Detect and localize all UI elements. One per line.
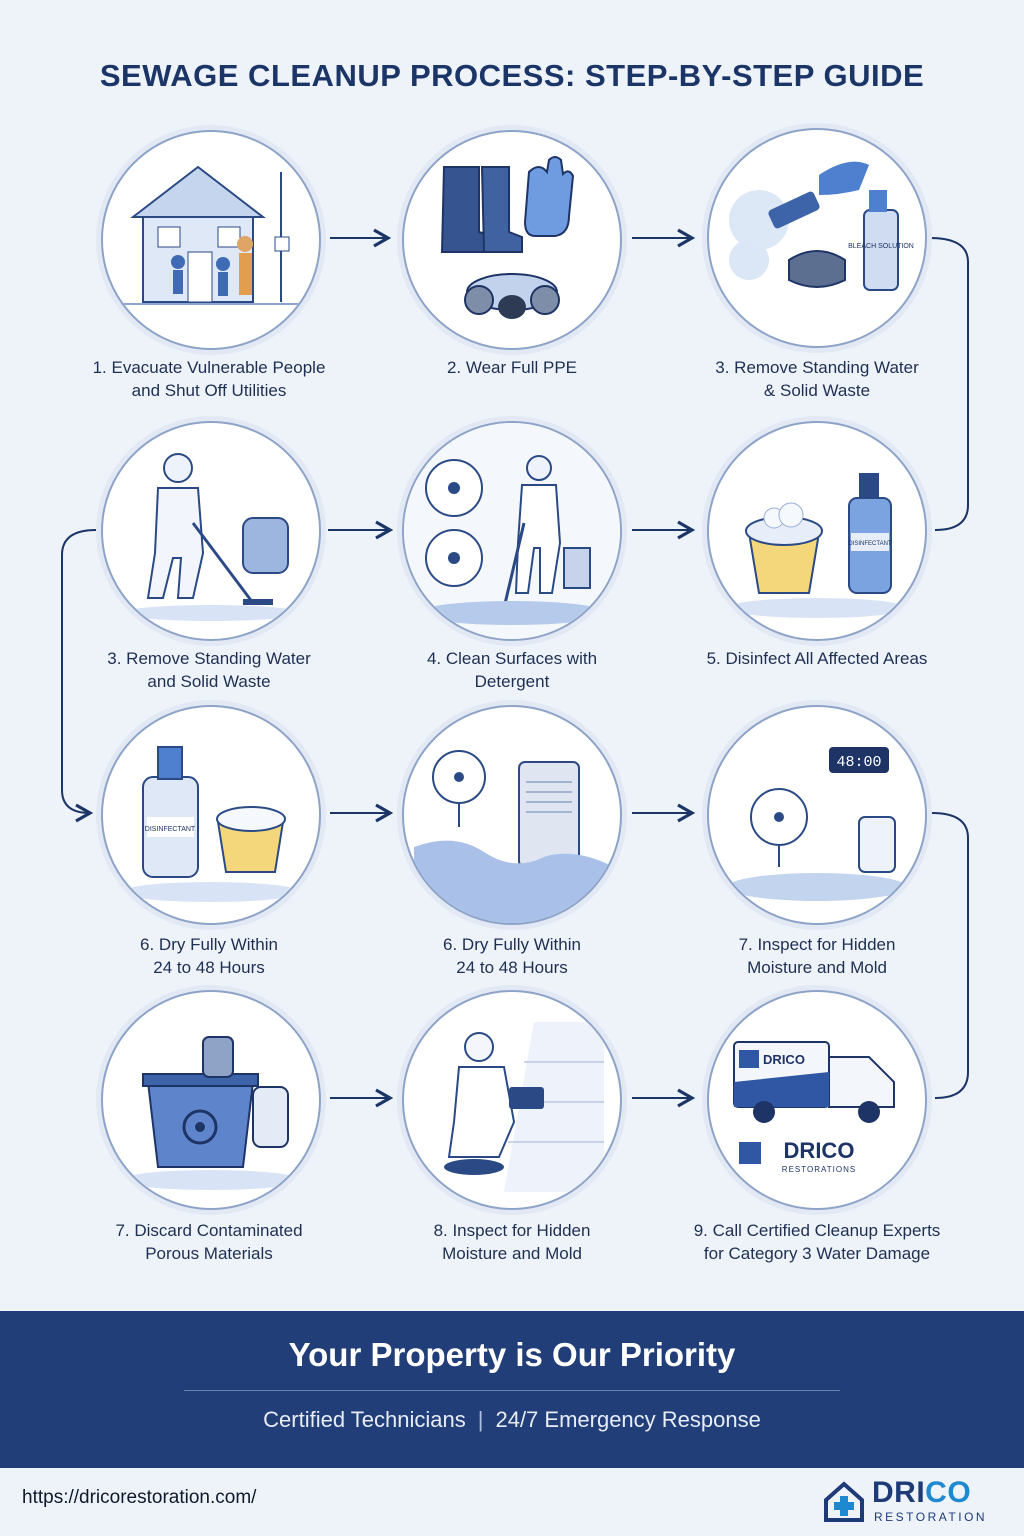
logo-sub: RESTORATIONS (782, 1165, 856, 1174)
drico-logo: DRICO RESTORATION (820, 1474, 1010, 1530)
step-caption-9: 7. Inspect for Hidden Moisture and Mold (667, 933, 967, 979)
disinfectant-bottle-label: DISINFECTANT (145, 826, 196, 833)
step-caption-line: & Solid Waste (763, 381, 871, 400)
disinfectant-bottle-icon: DISINFECTANT (101, 705, 321, 925)
logo-text: DRICO (872, 1476, 971, 1510)
moisture-inspection-icon (402, 990, 622, 1210)
biohazard-bin-icon (101, 990, 321, 1210)
step-caption-3: 3. Remove Standing Water & Solid Waste (667, 356, 967, 402)
footer-banner: Your Property is Our Priority Certified … (0, 1311, 1024, 1468)
house-hands-icon (824, 1481, 864, 1522)
service-van-icon: DRICO DRICO RESTORATIONS (707, 990, 927, 1210)
step-caption-10: 7. Discard Contaminated Porous Materials (59, 1219, 359, 1265)
logo-text-accent: CO (925, 1476, 972, 1509)
disinfectant-bucket-icon: DISINFECTANT (707, 421, 927, 641)
step-caption-line: 3. Remove Standing Water (107, 649, 311, 668)
step-caption-line: and Solid Waste (147, 672, 271, 691)
website-link[interactable]: https://dricorestoration.com/ (22, 1487, 257, 1508)
footer-divider (184, 1390, 840, 1391)
connector-right-1 (929, 237, 969, 531)
step-caption-line: 6. Dry Fully Within (443, 935, 581, 954)
step-caption-line: 7. Discard Contaminated (115, 1221, 303, 1240)
step-caption-5: 4. Clean Surfaces with Detergent (362, 647, 662, 693)
step-caption-line: for Category 3 Water Damage (703, 1244, 931, 1263)
step-caption-6: 5. Disinfect All Affected Areas (667, 647, 967, 670)
footer-title: Your Property is Our Priority (288, 1336, 736, 1373)
logo-brand: DRICO (784, 1138, 855, 1163)
step-caption-line: Porous Materials (145, 1244, 273, 1263)
step-caption-line: Detergent (474, 672, 550, 691)
step-caption-8: 6. Dry Fully Within 24 to 48 Hours (362, 933, 662, 979)
ppe-icon (402, 130, 622, 350)
step-caption-line: Moisture and Mold (442, 1244, 582, 1263)
footer-separator: | (477, 1407, 484, 1432)
cleaning-worker-icon (402, 421, 622, 641)
step-caption-line: and Shut Off Utilities (131, 381, 287, 400)
step-caption-2: 2. Wear Full PPE (362, 356, 662, 379)
logo-text-main: DRI (872, 1476, 926, 1509)
connector-right-2 (931, 812, 969, 1099)
step-caption-line: 2. Wear Full PPE (446, 358, 578, 377)
footer-tagline: Certified Technicians | 24/7 Emergency Res… (0, 1407, 1024, 1433)
bleach-label: BLEACH SOLUTION (848, 243, 914, 250)
step-caption-line: 8. Inspect for Hidden (433, 1221, 591, 1240)
step-caption-1: 1. Evacuate Vulnerable People and Shut O… (59, 356, 359, 402)
scrub-brush-spray-icon: BLEACH SOLUTION (707, 128, 927, 348)
logo-subtitle: RESTORATION (874, 1510, 988, 1524)
step-caption-line: 6. Dry Fully Within (140, 935, 278, 954)
fan-timer-icon: 48:00 (707, 705, 927, 925)
wet-vacuum-icon (101, 421, 321, 641)
van-brand: DRICO (763, 1052, 805, 1067)
step-caption-7: 6. Dry Fully Within 24 to 48 Hours (59, 933, 359, 979)
step-caption-line: 24 to 48 Hours (456, 958, 568, 977)
page-title: SEWAGE CLEANUP PROCESS: STEP-BY-STEP GUI… (99, 58, 925, 93)
step-caption-line: 4. Clean Surfaces with (426, 649, 598, 668)
flow-connectors (61, 228, 969, 1108)
house-family-icon (101, 130, 321, 350)
step-caption-11: 8. Inspect for Hidden Moisture and Mold (362, 1219, 662, 1265)
step-caption-line: 1. Evacuate Vulnerable People (92, 358, 326, 377)
step-caption-4: 3. Remove Standing Water and Solid Waste (59, 647, 359, 693)
step-caption-line: 24 to 48 Hours (153, 958, 265, 977)
step-caption-line: 3. Remove Standing Water (715, 358, 919, 377)
step-caption-line: 9. Call Certified Cleanup Experts (693, 1221, 941, 1240)
step-caption-line: Moisture and Mold (747, 958, 887, 977)
connector-left-1 (61, 529, 97, 823)
footer-certified: Certified Technicians (263, 1407, 466, 1432)
footer-emergency: 24/7 Emergency Response (495, 1407, 761, 1432)
disinfectant-label: DISINFECTANT (848, 541, 892, 547)
step-caption-line: 7. Inspect for Hidden (738, 935, 896, 954)
step-caption-line: 5. Disinfect All Affected Areas (706, 649, 928, 668)
timer-display: 48:00 (836, 754, 881, 771)
dehumidifier-fan-icon (402, 705, 622, 925)
step-caption-12: 9. Call Certified Cleanup Experts for Ca… (667, 1219, 967, 1265)
